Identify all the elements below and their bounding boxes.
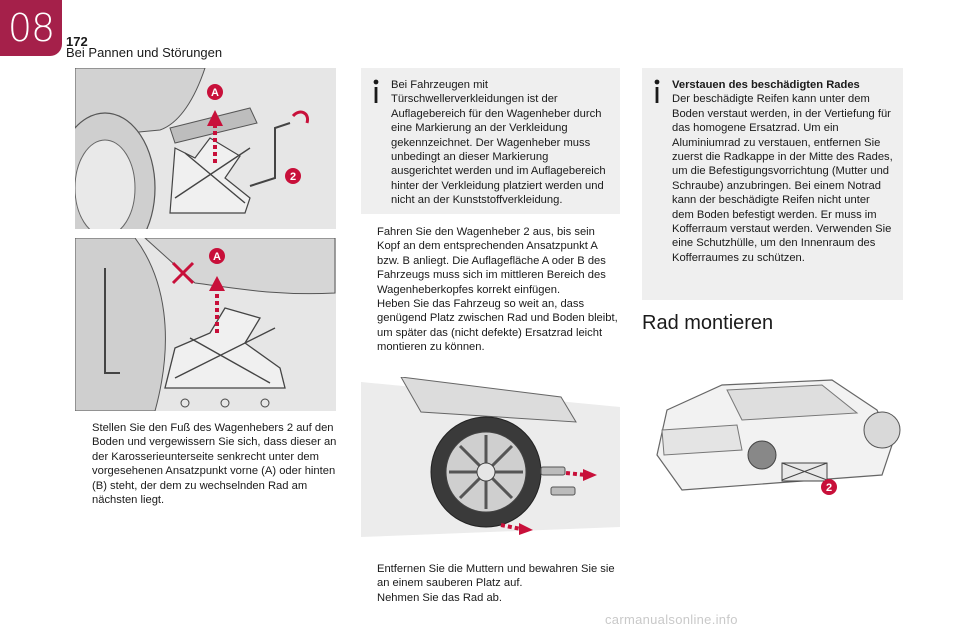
col2-text: Fahren Sie den Wagenheber 2 aus, bis sei…	[361, 225, 619, 355]
page-number: 172	[66, 34, 88, 49]
jack-position-figure: A	[75, 238, 336, 411]
badge-a: A	[213, 251, 221, 263]
wheel-removal-illustration	[361, 377, 620, 537]
watermark: carmanualsonline.info	[605, 612, 738, 627]
bullet-mark	[361, 297, 377, 355]
list-item: Nehmen Sie das Rad ab.	[361, 591, 619, 605]
badge-2: 2	[826, 482, 832, 494]
list-item: Entfernen Sie die Muttern und bewahren S…	[361, 562, 619, 591]
jack-position-illustration: A	[75, 238, 336, 411]
badge-2: 2	[290, 171, 296, 183]
car-jack-illustration: 2	[656, 379, 901, 495]
col1-text: Stellen Sie den Fuß des Wagenhebers 2 au…	[76, 421, 338, 507]
list-item: Stellen Sie den Fuß des Wagenhebers 2 au…	[76, 421, 338, 507]
bullet-mark	[361, 562, 377, 591]
bullet-text: Stellen Sie den Fuß des Wagenhebers 2 au…	[92, 422, 337, 507]
info-box-storage: Verstauen des beschädigten Rades Der bes…	[642, 68, 903, 300]
info-icon	[373, 79, 379, 103]
jack-placement-illustration: A 2	[75, 68, 336, 229]
bullet-text: Entfernen Sie die Muttern und bewahren S…	[377, 563, 615, 590]
info-text: Der beschädigte Reifen kann unter dem Bo…	[672, 93, 893, 264]
badge-a: A	[211, 87, 219, 99]
bullet-text: Heben Sie das Fahrzeug so weit an, dass …	[377, 298, 618, 354]
wheel-removal-figure	[361, 377, 620, 537]
bullet-mark	[361, 591, 377, 605]
info-box-jack-marking: Bei Fahrzeugen mit Türschwellerverkleidu…	[361, 68, 620, 214]
chapter-tab: 08	[0, 0, 62, 56]
info-title: Verstauen des beschädigten Rades	[672, 79, 860, 91]
bullet-text: Nehmen Sie das Rad ab.	[377, 591, 503, 604]
car-jack-figure: 2	[642, 355, 903, 515]
col2-bottom-text: Entfernen Sie die Muttern und bewahren S…	[361, 562, 619, 605]
bullet-text: Fahren Sie den Wagenheber 2 aus, bis sei…	[377, 226, 606, 296]
jack-placement-figure: A 2	[75, 68, 336, 229]
section-title: Bei Pannen und Störungen	[66, 45, 223, 60]
list-item: Fahren Sie den Wagenheber 2 aus, bis sei…	[361, 225, 619, 297]
list-item: Heben Sie das Fahrzeug so weit an, dass …	[361, 297, 619, 355]
info-text: Bei Fahrzeugen mit Türschwellerverkleidu…	[391, 79, 606, 207]
bullet-mark	[361, 225, 377, 297]
info-icon	[654, 79, 660, 103]
section-heading: Rad montieren	[642, 312, 774, 334]
bullet-mark	[76, 421, 92, 507]
